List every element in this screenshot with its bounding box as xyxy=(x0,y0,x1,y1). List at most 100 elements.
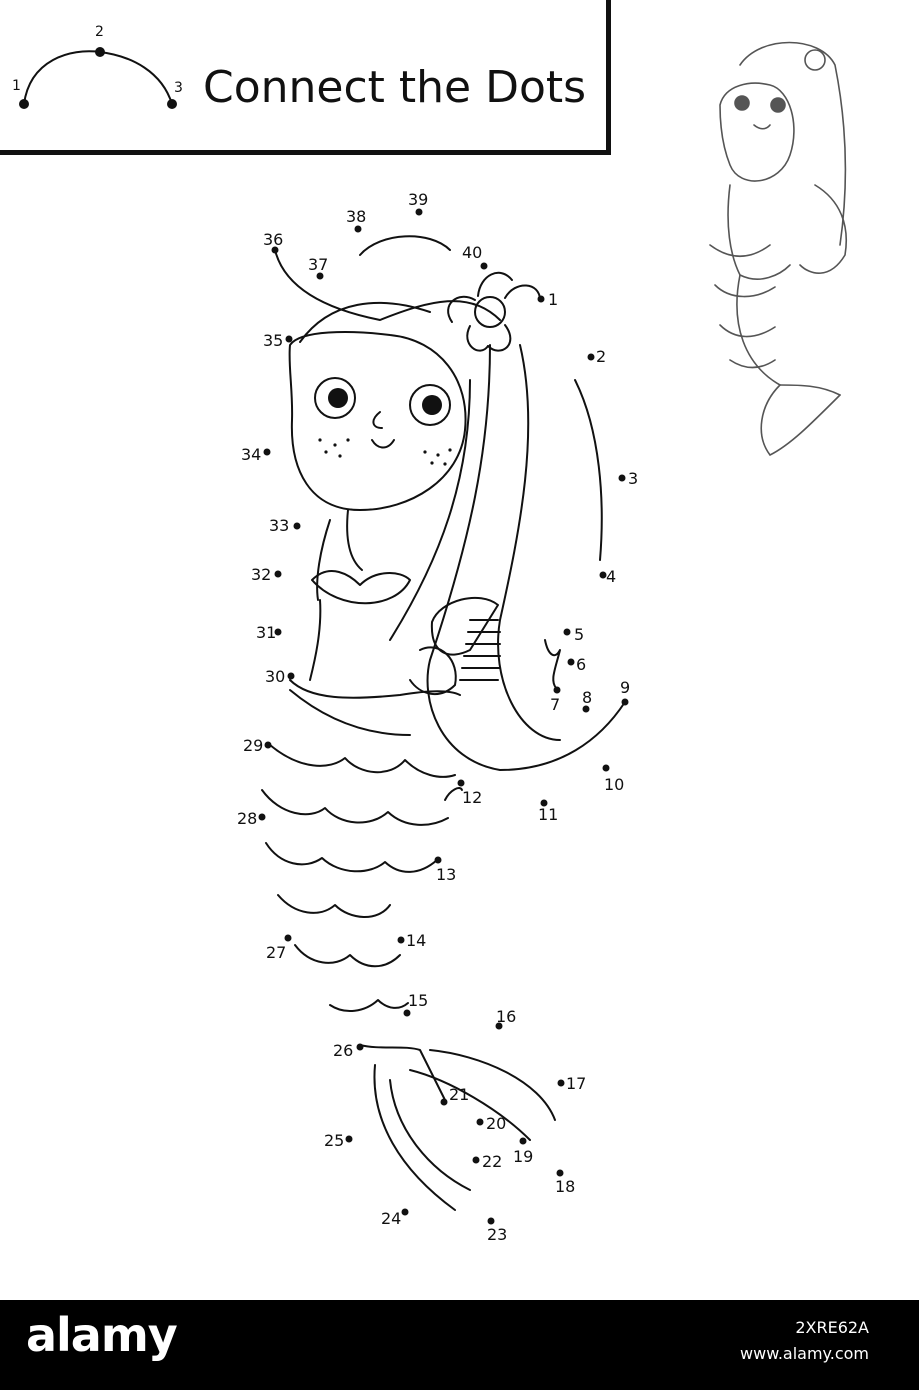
dot-label-40: 40 xyxy=(462,243,482,262)
dot-label-7: 7 xyxy=(550,695,560,714)
dot-label-38: 38 xyxy=(346,207,366,226)
dot-label-12: 12 xyxy=(462,788,482,807)
bikini-top xyxy=(311,570,411,605)
footer-image-id: 2XRE62A xyxy=(795,1318,869,1337)
page-title: Connect the Dots xyxy=(203,62,587,113)
mermaid-hair-long xyxy=(426,344,626,771)
dot-13 xyxy=(434,856,442,864)
dot-35 xyxy=(285,335,293,343)
dot-27 xyxy=(284,934,292,942)
dot-label-5: 5 xyxy=(574,625,584,644)
dot-label-28: 28 xyxy=(237,809,257,828)
dot-label-30: 30 xyxy=(265,667,285,686)
dot-label-8: 8 xyxy=(582,688,592,707)
dot-22 xyxy=(472,1156,480,1164)
dot-25 xyxy=(345,1135,353,1143)
dot-label-34: 34 xyxy=(241,445,261,464)
dot-label-36: 36 xyxy=(263,230,283,249)
dot-34 xyxy=(263,448,271,456)
dot-19 xyxy=(519,1137,527,1145)
dot-26 xyxy=(356,1043,364,1051)
dot-21 xyxy=(440,1098,448,1106)
footer-url: www.alamy.com xyxy=(740,1344,869,1363)
dot-6 xyxy=(567,658,575,666)
dot-label-25: 25 xyxy=(324,1131,344,1150)
dot-label-24: 24 xyxy=(381,1209,401,1228)
dot-label-32: 32 xyxy=(251,565,271,584)
dot-label-15: 15 xyxy=(408,991,428,1010)
dot-label-3: 3 xyxy=(628,469,638,488)
footer-watermark-bar: alamy 2XRE62A www.alamy.com xyxy=(0,1300,919,1390)
comb-icon xyxy=(430,596,501,681)
dot-15 xyxy=(403,1009,411,1017)
dot-5 xyxy=(563,628,571,636)
dot-label-14: 14 xyxy=(406,931,426,950)
dot-1 xyxy=(537,295,545,303)
flower-icon xyxy=(447,271,541,352)
dot-4 xyxy=(599,571,607,579)
dot-10 xyxy=(602,764,610,772)
dot-12 xyxy=(457,779,465,787)
dot-label-33: 33 xyxy=(269,516,289,535)
dot-31 xyxy=(274,628,282,636)
footer-brand: alamy xyxy=(26,1308,178,1362)
example-label-1: 1 xyxy=(12,78,21,94)
dot-label-1: 1 xyxy=(548,290,558,309)
dot-29 xyxy=(264,741,272,749)
example-label-3: 3 xyxy=(174,80,183,96)
dot-label-22: 22 xyxy=(482,1152,502,1171)
dot-label-27: 27 xyxy=(266,943,286,962)
dot-label-20: 20 xyxy=(486,1114,506,1133)
dot-33 xyxy=(293,522,301,530)
dot-38 xyxy=(354,225,362,233)
mermaid-hair-top xyxy=(274,249,501,321)
dot-label-29: 29 xyxy=(243,736,263,755)
dot-label-16: 16 xyxy=(496,1007,516,1026)
dot-label-37: 37 xyxy=(308,255,328,274)
tail-fin xyxy=(359,1044,446,1101)
dot-label-35: 35 xyxy=(263,331,283,350)
dot-label-2: 2 xyxy=(596,347,606,366)
dot-24 xyxy=(401,1208,409,1216)
dot-label-26: 26 xyxy=(333,1041,353,1060)
dot-label-17: 17 xyxy=(566,1074,586,1093)
dot-label-10: 10 xyxy=(604,775,624,794)
dot-30 xyxy=(287,672,295,680)
dot-23 xyxy=(487,1217,495,1225)
example-arc-illustration xyxy=(19,47,177,109)
title-frame xyxy=(0,0,611,155)
dot-17 xyxy=(557,1079,565,1087)
dot-label-21: 21 xyxy=(449,1085,469,1104)
dot-39 xyxy=(415,208,423,216)
dot-14 xyxy=(397,936,405,944)
dot-11 xyxy=(540,799,548,807)
reference-mermaid-illustration xyxy=(709,41,847,457)
dot-label-6: 6 xyxy=(576,655,586,674)
dot-label-11: 11 xyxy=(538,805,558,824)
mermaid-face-outline xyxy=(288,331,467,511)
dot-8 xyxy=(582,705,590,713)
dot-36 xyxy=(271,246,279,254)
dot-3 xyxy=(618,474,626,482)
dot-28 xyxy=(258,813,266,821)
dot-label-13: 13 xyxy=(436,865,456,884)
dot-16 xyxy=(495,1022,503,1030)
dot-32 xyxy=(274,570,282,578)
dot-label-9: 9 xyxy=(620,678,630,697)
dot-18 xyxy=(556,1169,564,1177)
example-label-2: 2 xyxy=(95,24,104,40)
dot-label-39: 39 xyxy=(408,190,428,209)
dot-label-23: 23 xyxy=(487,1225,507,1244)
dot-label-31: 31 xyxy=(256,623,276,642)
dot-9 xyxy=(621,698,629,706)
dot-20 xyxy=(476,1118,484,1126)
dot-label-4: 4 xyxy=(606,567,616,586)
dot-label-19: 19 xyxy=(513,1147,533,1166)
dot-7 xyxy=(553,686,561,694)
dot-label-18: 18 xyxy=(555,1177,575,1196)
dot-40 xyxy=(480,262,488,270)
dot-37 xyxy=(316,272,324,280)
dot-2 xyxy=(587,353,595,361)
